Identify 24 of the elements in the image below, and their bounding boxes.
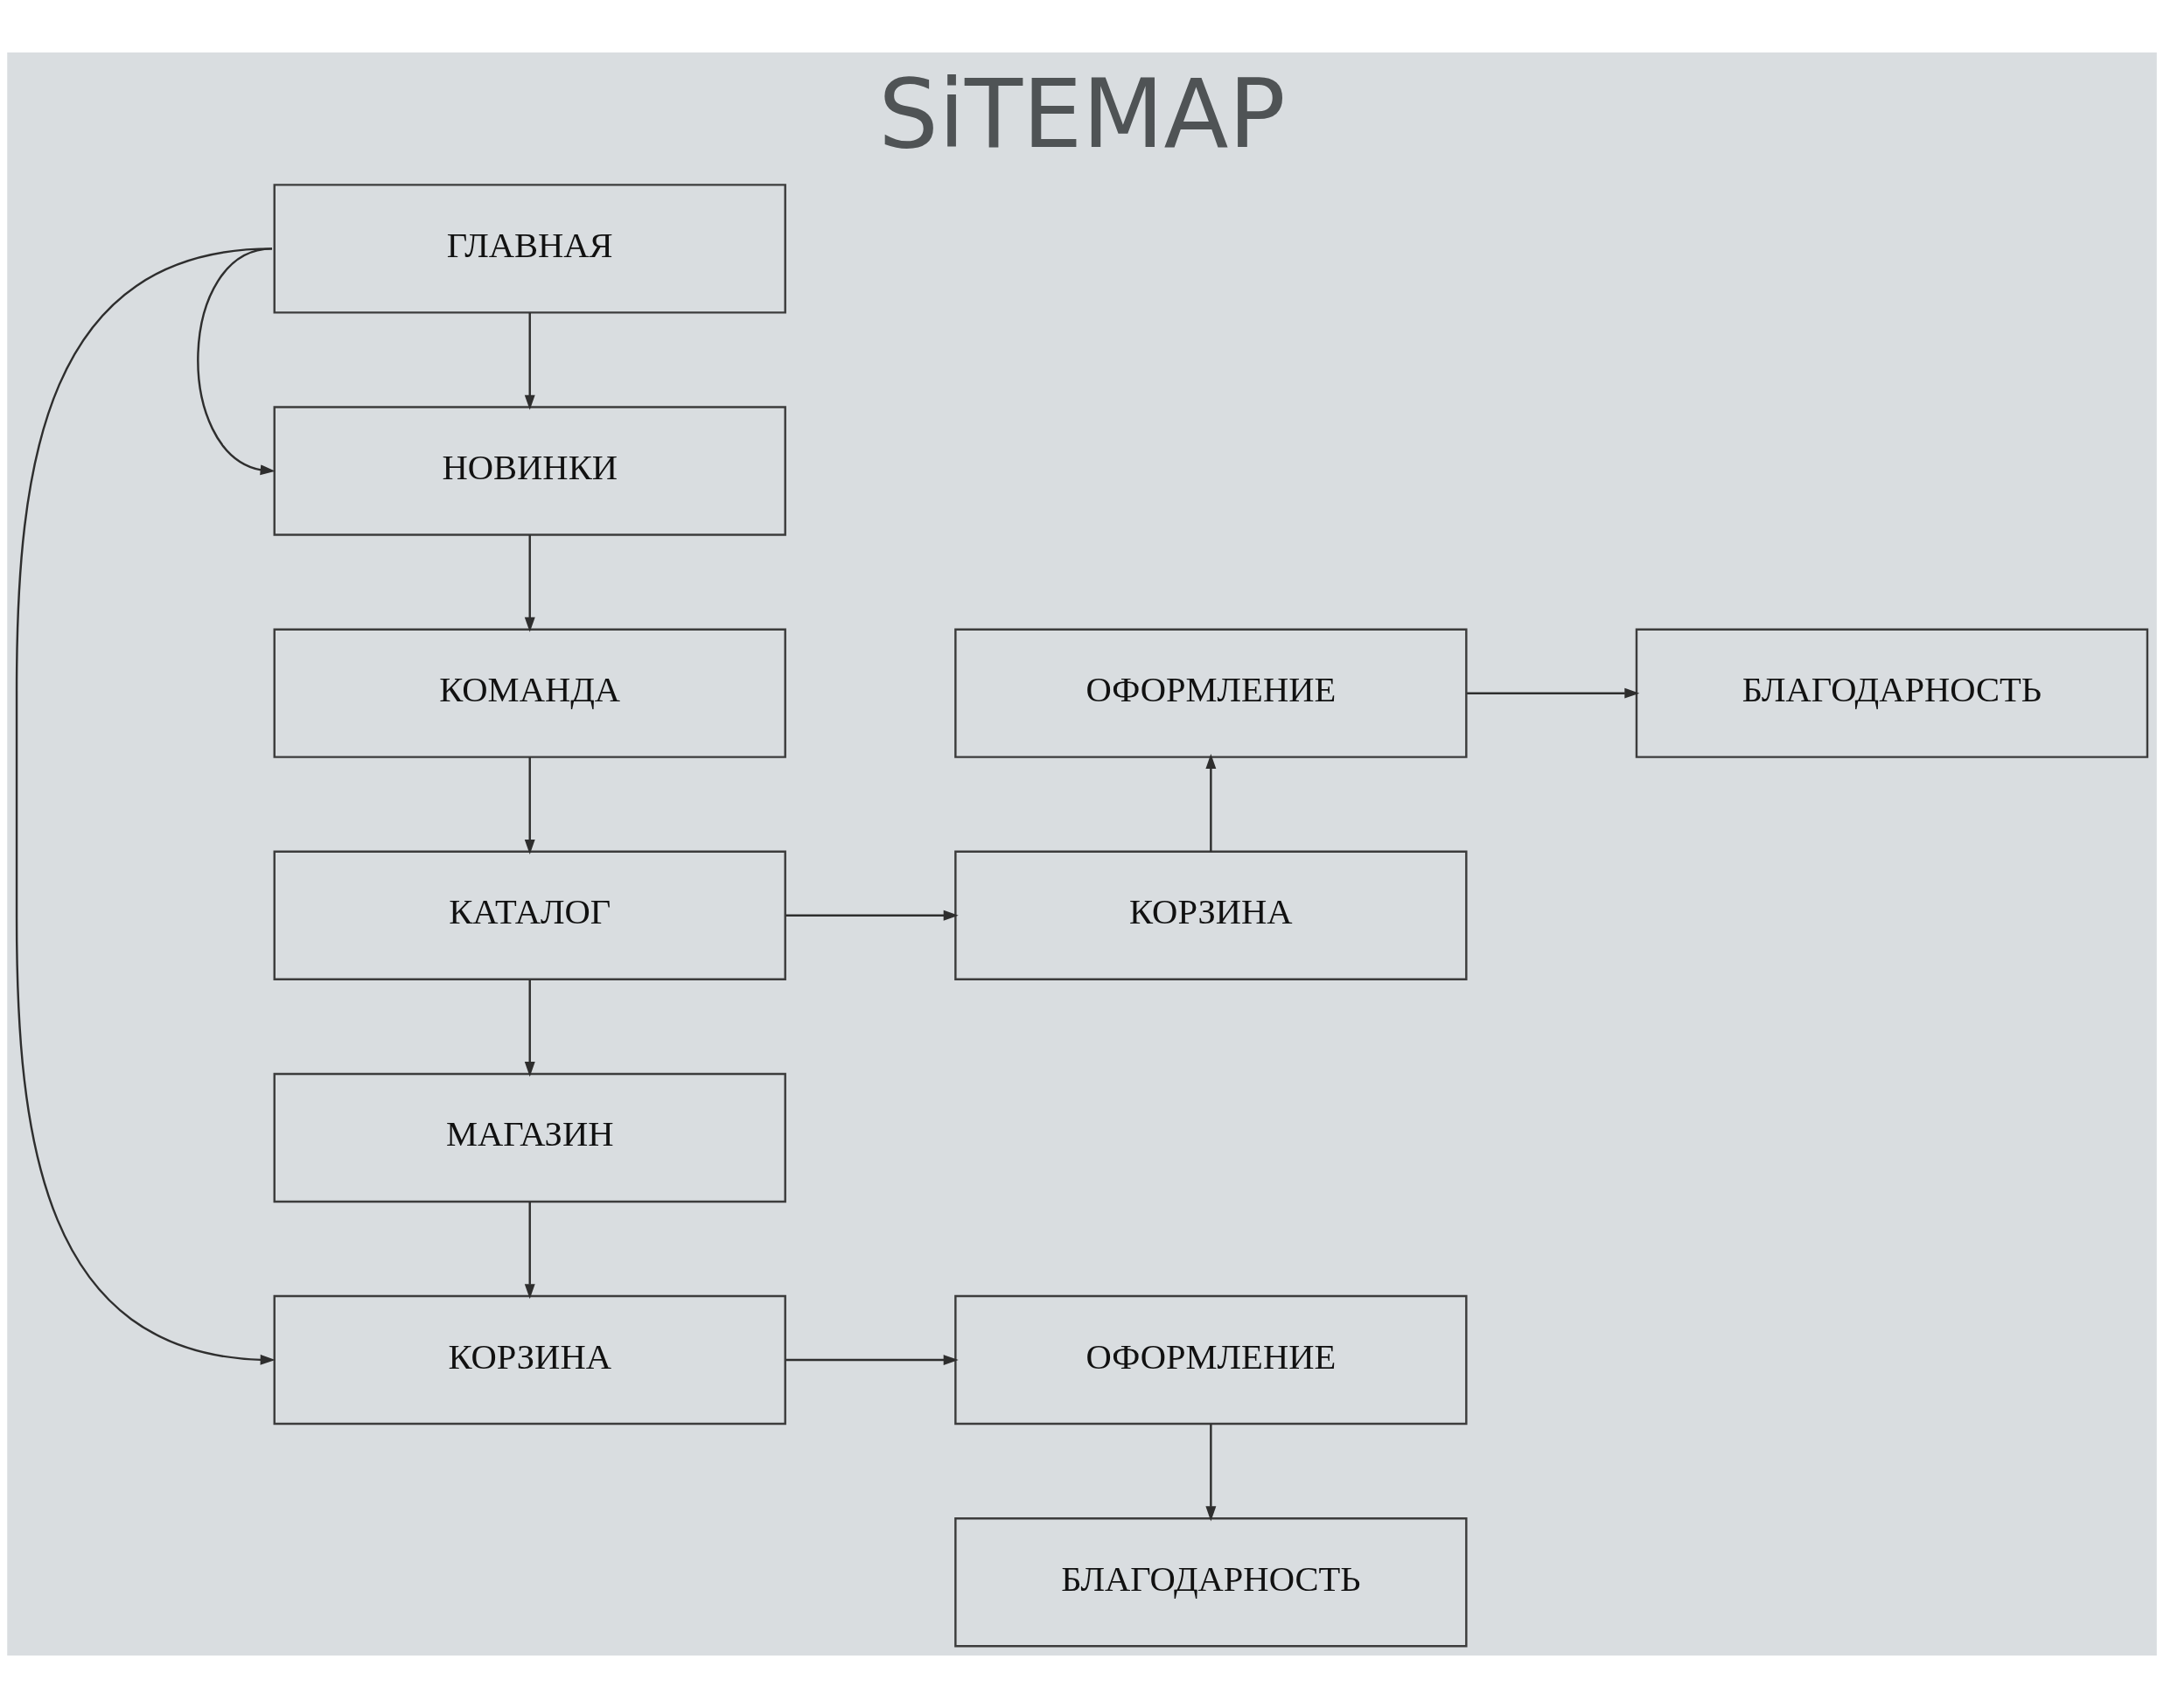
arrow	[1467, 687, 1640, 699]
arrow	[524, 312, 535, 410]
arrow	[524, 979, 535, 1077]
arrow	[524, 534, 535, 632]
arrow	[1205, 753, 1217, 852]
node-box: БЛАГОДАРНОСТЬ	[954, 1516, 1468, 1648]
node-box: ОФОРМЛЕНИЕ	[954, 1294, 1468, 1426]
diagram-title: SiTEMAP	[878, 59, 1286, 171]
node-box: КОМАНДА	[273, 628, 786, 758]
arrow	[524, 757, 535, 854]
arrow	[524, 1202, 535, 1300]
node-box: КАТАЛОГ	[273, 850, 786, 980]
arrow	[785, 910, 959, 921]
arrow	[15, 247, 276, 1365]
node-box: НОВИНКИ	[273, 406, 786, 536]
arrow	[197, 247, 276, 476]
arrow	[785, 1355, 959, 1365]
node-box: ОФОРМЛЕНИЕ	[954, 628, 1468, 758]
node-box: КОРЗИНА	[273, 1294, 786, 1426]
node-box: БЛАГОДАРНОСТЬ	[1635, 628, 2149, 758]
arrow	[1205, 1424, 1217, 1522]
node-box: ГЛАВНАЯ	[273, 184, 786, 314]
node-box: КОРЗИНА	[954, 850, 1468, 980]
node-box: МАГАЗИН	[273, 1072, 786, 1203]
